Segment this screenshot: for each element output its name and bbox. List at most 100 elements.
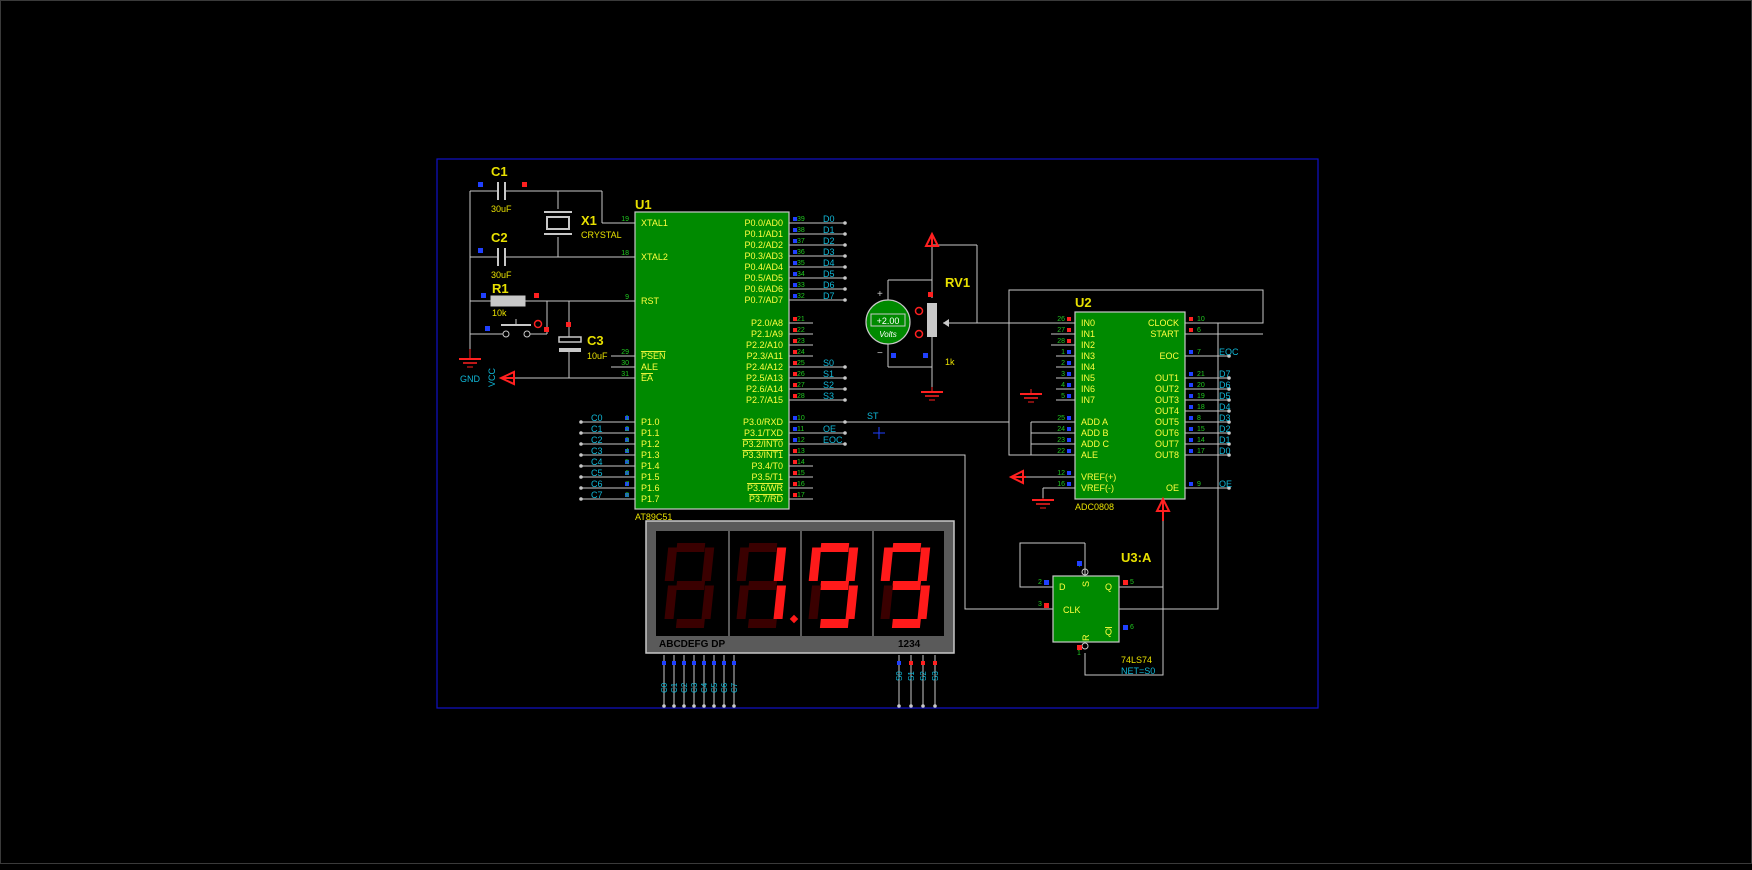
u2-pin-name: OUT1 [1155,373,1179,383]
u1-pin-number: 37 [797,238,805,245]
u2-pin-name: OUT2 [1155,384,1179,394]
u2-net-label: EOC [1219,347,1239,357]
voltmeter[interactable]: +2.00 Volts + − [865,279,932,368]
u2-pin-number: 14 [1197,437,1205,444]
c2-ref: C2 [491,230,508,245]
segment-d [819,619,849,628]
u2-pin-number: 15 [1197,426,1205,433]
u1-pin-name: P3.7/RD [749,494,784,504]
u2-pin-name: OUT4 [1155,406,1179,416]
u1-pin-name: P0.7/AD7 [744,295,783,305]
segment-c [701,585,715,619]
u1-pin-name: P1.2 [641,439,660,449]
u1-net-label: D4 [823,258,835,268]
display-digit-label: 1234 [898,639,921,650]
r1-resistor[interactable]: R1 10k [470,281,635,318]
u1-pin-name: P3.2/INT0 [742,439,783,449]
display-digit-net: S0 [895,671,904,681]
u1-net-label: C1 [591,424,603,434]
u1-pin-number: 34 [797,271,805,278]
c2-value: 30uF [491,270,512,280]
u2-pin-name: IN2 [1081,340,1095,350]
u1-pin-name: P2.6/A14 [746,384,783,394]
u1-pin-number: 36 [797,249,805,256]
u2-pin-name: ADD C [1081,439,1110,449]
u2-pin-number: 17 [1197,448,1205,455]
u2-pin-number: 9 [1197,481,1201,488]
u1-net-label: EOC [823,435,843,445]
segment-b [773,547,787,581]
rv1-ref: RV1 [945,275,970,290]
u2-pin-number: 28 [1057,338,1065,345]
u1-net-label: D0 [823,214,835,224]
u2-pin-number: 16 [1057,481,1065,488]
u2-pin-number: 6 [1197,327,1201,334]
u2-pin-number: 18 [1197,404,1205,411]
u2-pin-number: 22 [1057,448,1065,455]
reset-button[interactable] [470,301,549,338]
u3-pin-qbar: Q [1105,627,1112,637]
display-seg-net: C0 [660,682,669,693]
u2-pin-number: 3 [1061,371,1065,378]
u3-net: NET=S0 [1121,666,1155,676]
u2-pin-name: ADD A [1081,417,1108,427]
c1-capacitor[interactable]: C1 30uF [470,164,602,214]
u1-pin-name: P0.2/AD2 [744,240,783,250]
u1-pin-name: P1.6 [641,483,660,493]
u1-net-label: C0 [591,413,603,423]
rv1-potentiometer[interactable]: RV1 1k [927,244,1075,387]
u3-flipflop[interactable]: U3:A 74LS74 NET=S0 D CLK Q Q S R 2 3 5 6… [1038,550,1155,676]
vcc-label: VCC [487,367,497,387]
adc-wiring: ST [789,289,1264,676]
segment-g [892,581,922,590]
display-seg-net: C3 [690,682,699,693]
u1-pin-number: 17 [797,492,805,499]
u3-pinnum-r: 1 [1077,650,1081,657]
u2-pin-number: 27 [1057,327,1065,334]
u1-net-label: D6 [823,280,835,290]
u2-power-arrow [1155,496,1171,521]
c3-capacitor[interactable]: C3 10uF [558,301,608,378]
segment-e [664,585,678,619]
u2-pin-number: 20 [1197,382,1205,389]
u1-pin-number: 14 [797,459,805,466]
u1-pin-number: 39 [797,216,805,223]
u3-pinnum-q: 5 [1130,579,1134,586]
x1-crystal[interactable]: X1 CRYSTAL [544,191,635,257]
u1-pin-name: P1.4 [641,461,660,471]
u1-pin-name: P0.6/AD6 [744,284,783,294]
u1-pin-number: 19 [621,216,629,223]
u1-pin-number: 12 [797,437,805,444]
net-label-st: ST [867,411,879,421]
u1-net-label: C4 [591,457,603,467]
display-seg-net: C7 [730,682,739,693]
u2-net-label: OE [1219,479,1232,489]
u2-pin-number: 25 [1057,415,1065,422]
voltmeter-unit: Volts [879,330,897,339]
u1-pin-number: 21 [797,316,805,323]
u1-pin-number: 35 [797,260,805,267]
u1-pin-name: P0.4/AD4 [744,262,783,272]
u2-pin-name: IN1 [1081,329,1095,339]
u1-pin-number: 8 [625,492,629,499]
segment-f [880,547,894,581]
u2-pin-name: ALE [1081,450,1098,460]
u1-pin-number: 27 [797,382,805,389]
u1-pin-name: P0.0/AD0 [744,218,783,228]
segment-c [917,585,931,619]
voltmeter-reading: +2.00 [877,316,900,326]
u1-pin-number: 7 [625,481,629,488]
u2-pin-number: 4 [1061,382,1065,389]
u2-pin-number: 23 [1057,437,1065,444]
u1-pin-name: P2.3/A11 [747,351,783,361]
u1-pin-name: EA [641,373,653,383]
u2-ref: U2 [1075,295,1092,310]
segment-g [820,581,850,590]
